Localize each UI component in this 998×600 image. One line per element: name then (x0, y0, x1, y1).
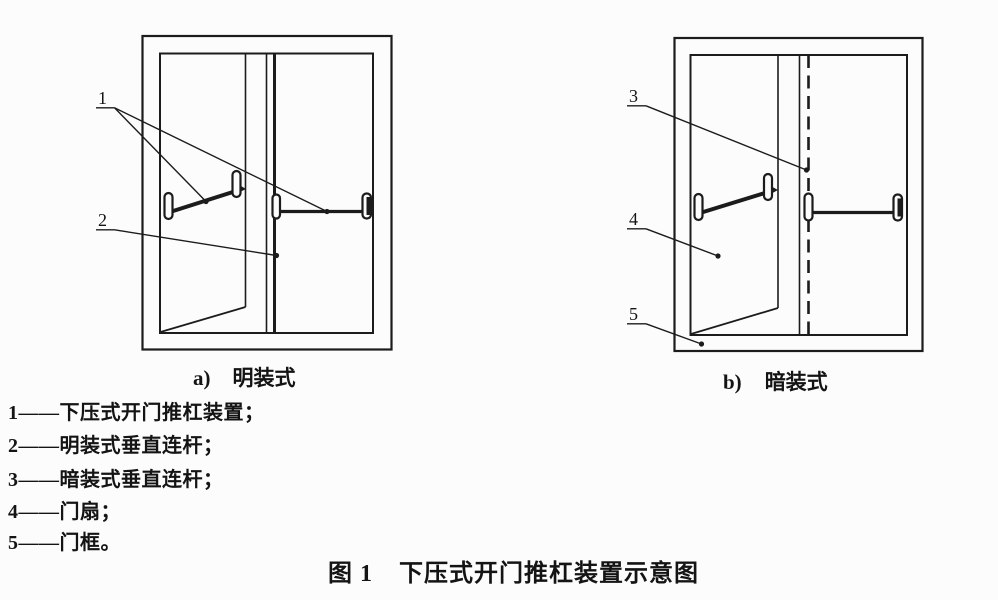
panel-a-caption: a) 明装式 (193, 367, 296, 389)
callout-label-1: 1 (98, 88, 107, 108)
callout-2-leader (114, 229, 277, 257)
diagram-b (627, 36, 924, 353)
push-bar-bracket (693, 192, 704, 222)
panel-a-title: 明装式 (232, 366, 296, 390)
diagram-a (96, 34, 393, 351)
callout-1-dot (203, 198, 209, 205)
figure-caption: 图 1 下压式开门推杠装置示意图 (328, 561, 699, 587)
callout-3-dot (803, 167, 810, 173)
figure-title: 下压式开门推杠装置示意图 (399, 561, 699, 587)
callout-1-leader-left (113, 107, 207, 202)
legend-item-4: 4——门扇； (8, 501, 121, 523)
push-bar-bracket-fill (897, 198, 901, 217)
callout-1-leader-right (114, 107, 328, 213)
push-bar-bracket (163, 191, 174, 221)
legend-item-1: 1——下压式开门推杠装置； (8, 402, 265, 424)
push-bar-open-leaf-a (169, 189, 237, 214)
callout-label-3: 3 (629, 86, 638, 106)
callout-2-dot (273, 252, 280, 259)
panel-b-caption: b) 暗装式 (723, 371, 828, 393)
push-bar-bracket (762, 172, 774, 202)
callout-3-leader (645, 105, 807, 171)
callout-1-dot (324, 208, 330, 215)
push-bar-bracket (231, 169, 242, 199)
push-bar-open-leaf-b (699, 190, 769, 215)
legend-item-2: 2——明装式垂直连杆； (8, 435, 224, 457)
figure-number: 图 1 (328, 561, 373, 587)
push-bar-bracket (803, 192, 814, 222)
panel-b-title: 暗装式 (764, 370, 828, 394)
callout-4-dot (715, 253, 721, 259)
open-leaf-bottom-edge-a (160, 306, 246, 333)
callout-4-leader (645, 228, 719, 257)
push-bar-bracket-fill (366, 197, 370, 215)
panel-a-tag: a) (193, 366, 211, 390)
door-frame-outer-b (673, 36, 924, 353)
legend-item-5: 5——门框。 (8, 532, 121, 554)
open-leaf-bottom-edge-b (690, 307, 779, 335)
callout-5-dot (698, 341, 705, 347)
push-bar-bracket (271, 193, 282, 220)
door-frame-outer-a (141, 34, 393, 351)
legend-item-3: 3——暗装式垂直连杆； (8, 469, 224, 491)
callout-label-5: 5 (629, 304, 638, 324)
callout-5-leader (645, 323, 702, 345)
callout-label-2: 2 (98, 210, 107, 230)
panel-b-tag: b) (723, 370, 742, 394)
callout-label-4: 4 (629, 209, 638, 229)
